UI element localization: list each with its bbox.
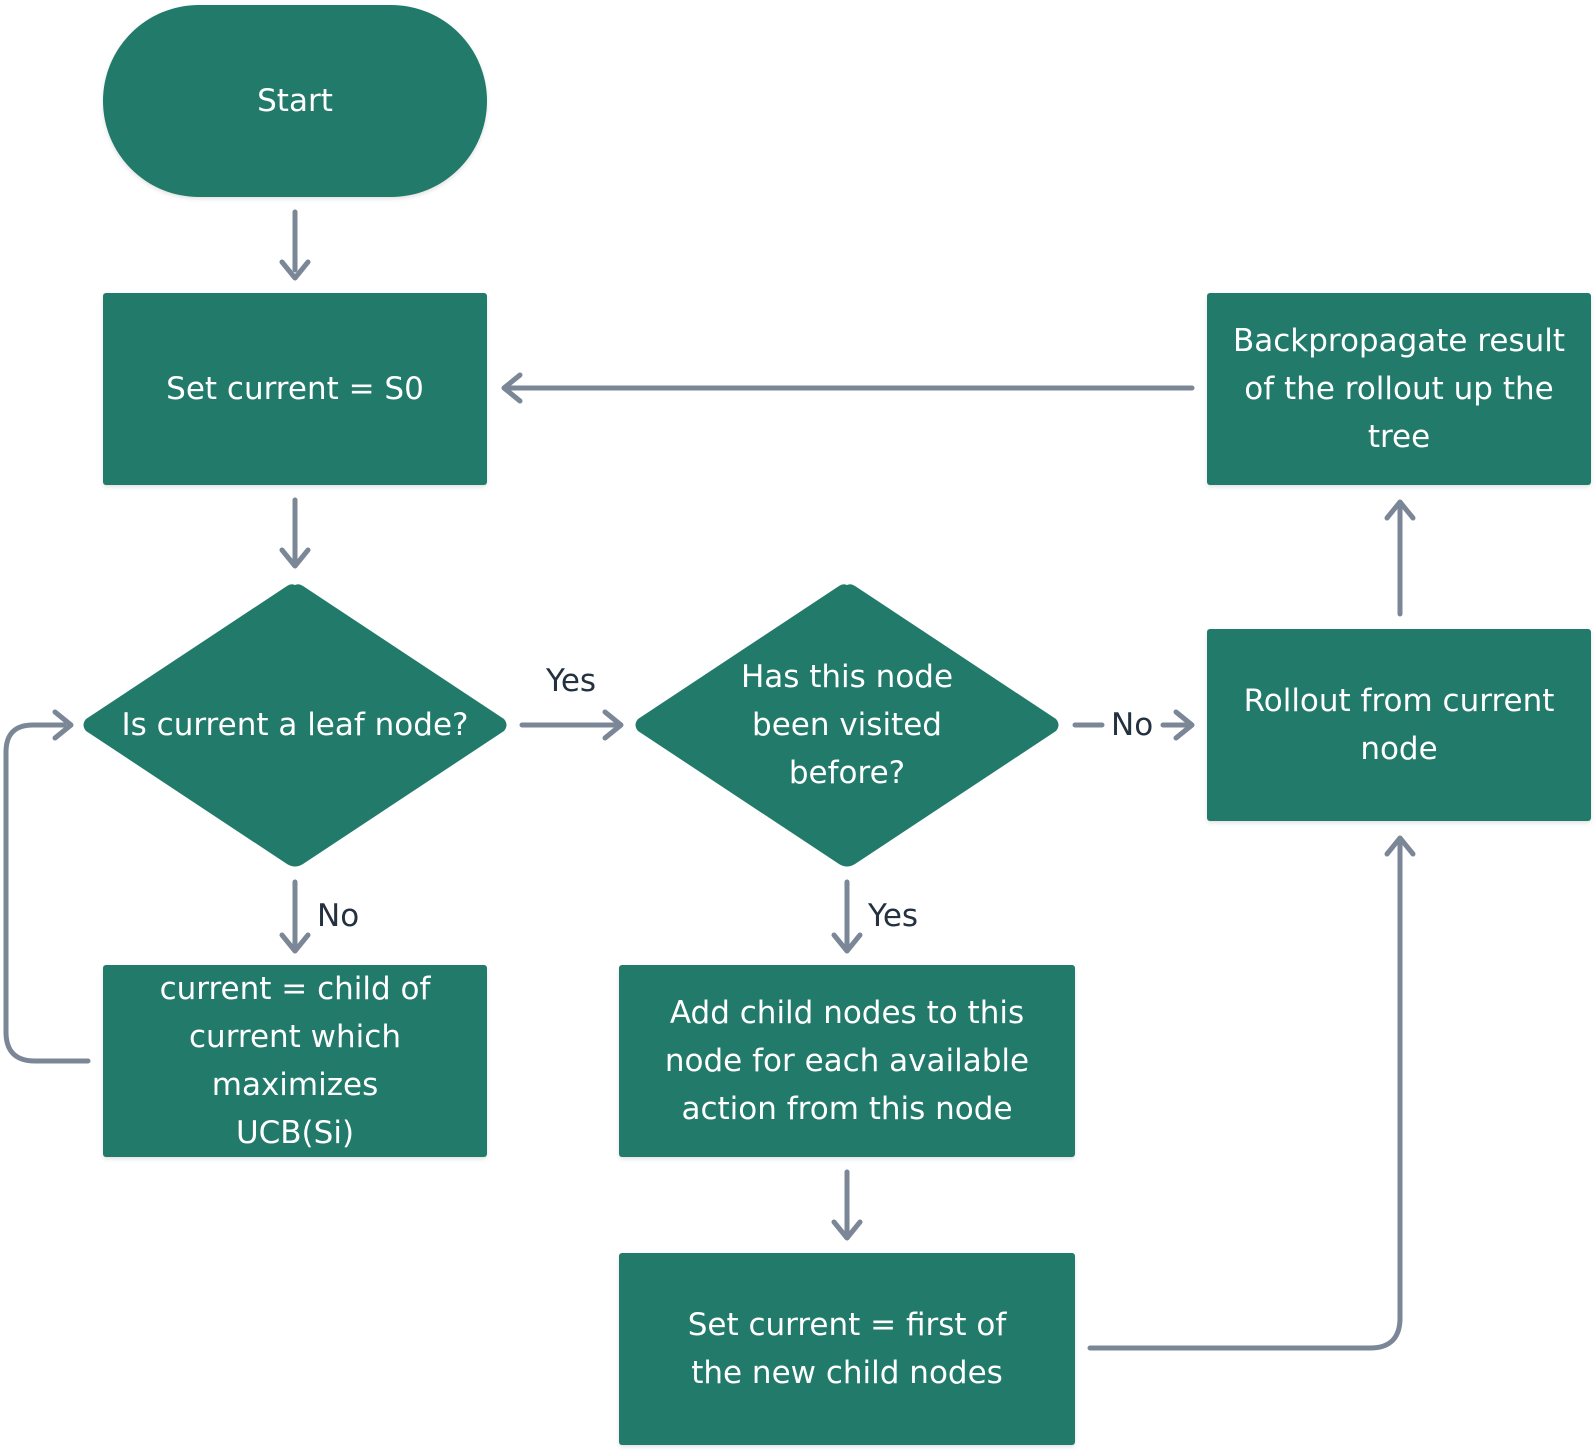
visited-decision-label: Has this node been visited before? — [740, 659, 954, 791]
edge-label-visited-no: No — [1109, 707, 1156, 743]
add-children-node-label: Add child nodes to this node for each av… — [664, 995, 1030, 1127]
rollout-node: Rollout from current node — [1207, 629, 1591, 821]
visited-decision: Has this node been visited before? — [632, 583, 1062, 867]
child-max-node-label: current = child of current which maximiz… — [159, 971, 431, 1151]
is-leaf-decision-label: Is current a leaf node? — [121, 707, 469, 743]
backpropagate-node-label: Backpropagate result of the rollout up t… — [1232, 323, 1566, 455]
is-leaf-diamond-shape — [83, 584, 507, 867]
rollout-node-label: Rollout from current node — [1243, 683, 1555, 767]
set-first-child-node-label: Set current = first of the new child nod… — [687, 1307, 1007, 1391]
add-children-node: Add child nodes to this node for each av… — [619, 965, 1075, 1157]
start-node-label: Start — [257, 83, 333, 119]
set-first-child-node: Set current = first of the new child nod… — [619, 1253, 1075, 1445]
edge-label-visited-yes: Yes — [866, 898, 921, 934]
edge-label-leaf-yes: Yes — [544, 663, 599, 699]
visited-diamond-shape — [635, 584, 1059, 867]
edge-label-leaf-no: No — [315, 898, 362, 934]
arrow-set-first-to-rollout — [1087, 841, 1403, 1351]
is-leaf-decision: Is current a leaf node? — [80, 583, 510, 867]
set-current-node-label: Set current = S0 — [166, 371, 424, 407]
child-max-node: current = child of current which maximiz… — [103, 965, 487, 1157]
arrow-child-max-loop-to-is-leaf — [3, 722, 91, 1064]
set-current-node: Set current = S0 — [103, 293, 487, 485]
backpropagate-node: Backpropagate result of the rollout up t… — [1207, 293, 1591, 485]
start-node: Start — [103, 5, 487, 197]
